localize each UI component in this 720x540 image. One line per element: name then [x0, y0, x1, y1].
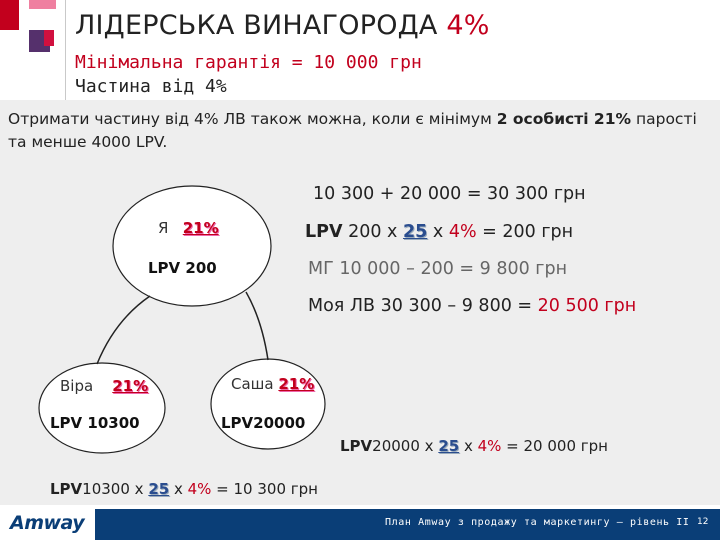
footer-bar	[95, 509, 720, 540]
formula-right: LPV20000 x 25 x 4% = 20 000 грн	[340, 437, 608, 455]
formula-right-pct: 4%	[477, 437, 502, 455]
node-right-name: Саша	[231, 375, 274, 393]
node-right-lpv: LPV20000	[221, 414, 306, 432]
intro-text-start: Отримати частину від 4% ЛВ також можна, …	[8, 110, 497, 128]
node-me-label: Я 21%	[158, 219, 219, 237]
link-right	[245, 291, 269, 361]
node-left-name: Віра	[60, 377, 94, 395]
calc-lpv-factor: 25	[402, 222, 428, 242]
decor-square-red	[0, 0, 19, 30]
decor-square-crimson	[44, 30, 54, 46]
formula-left: LPV10300 x 25 x 4% = 10 300 грн	[50, 480, 318, 498]
node-me-pct: 21%	[182, 219, 219, 237]
formula-left-factor: 25	[148, 480, 170, 498]
formula-right-label: LPV	[340, 437, 373, 455]
intro-paragraph: Отримати частину від 4% ЛВ також можна, …	[8, 108, 714, 154]
formula-left-times: x	[169, 480, 188, 498]
calc-lpv-value: 200 x	[342, 222, 403, 242]
formula-right-value: 20000 x	[372, 437, 439, 455]
formula-left-result: = 10 300 грн	[211, 480, 318, 498]
calc-lpv-pct: 4%	[448, 222, 477, 242]
formula-left-pct: 4%	[187, 480, 212, 498]
header-divider	[65, 0, 66, 100]
formula-right-result: = 20 000 грн	[501, 437, 608, 455]
node-right-circle	[210, 358, 326, 450]
node-right-label: Саша 21%	[231, 375, 314, 393]
footer-caption: План Amway з продажу та маркетингу – рів…	[385, 517, 690, 528]
formula-right-times: x	[459, 437, 478, 455]
calc-line-final: Моя ЛВ 30 300 – 9 800 = 20 500 грн	[308, 296, 636, 316]
formula-left-label: LPV	[50, 480, 83, 498]
calc-lpv-label: LPV	[305, 222, 343, 242]
node-left-lpv: LPV 10300	[50, 414, 140, 432]
decor-square-pink	[29, 0, 56, 9]
calc-line-sum: 10 300 + 20 000 = 30 300 грн	[313, 184, 586, 204]
calc-final-result: 20 500 грн	[537, 296, 637, 316]
node-left-label: Віра 21%	[60, 377, 148, 395]
calc-lpv-times: x	[427, 222, 449, 242]
link-left	[96, 295, 151, 365]
formula-left-value: 10300 x	[82, 480, 149, 498]
formula-right-factor: 25	[438, 437, 460, 455]
calc-line-lpv: LPV 200 x 25 x 4% = 200 грн	[305, 222, 573, 242]
title-percent: 4%	[446, 10, 490, 41]
node-left-pct: 21%	[112, 377, 149, 395]
node-me-name: Я	[158, 219, 169, 237]
amway-logo: Amway	[10, 512, 85, 534]
subtitle-part: Частина від 4%	[75, 76, 227, 97]
node-left-circle	[38, 362, 166, 454]
intro-text-end: парості та менше 4000 LPV.	[8, 110, 697, 151]
title-text: ЛІДЕРСЬКА ВИНАГОРОДА	[75, 10, 438, 41]
intro-text-bold: 2 особисті 21%	[496, 110, 632, 128]
calc-line-guarantee: МГ 10 000 – 200 = 9 800 грн	[308, 259, 568, 279]
node-right-pct: 21%	[278, 375, 315, 393]
page-title: ЛІДЕРСЬКА ВИНАГОРОДА 4%	[75, 10, 490, 41]
node-me-lpv: LPV 200	[148, 259, 217, 277]
calc-lpv-result: = 200 грн	[476, 222, 574, 242]
node-me-circle	[112, 185, 272, 307]
subtitle-guarantee: Мінімальна гарантія = 10 000 грн	[75, 52, 422, 73]
page-number: 12	[697, 517, 709, 527]
calc-final-text: Моя ЛВ 30 300 – 9 800 =	[308, 296, 538, 316]
